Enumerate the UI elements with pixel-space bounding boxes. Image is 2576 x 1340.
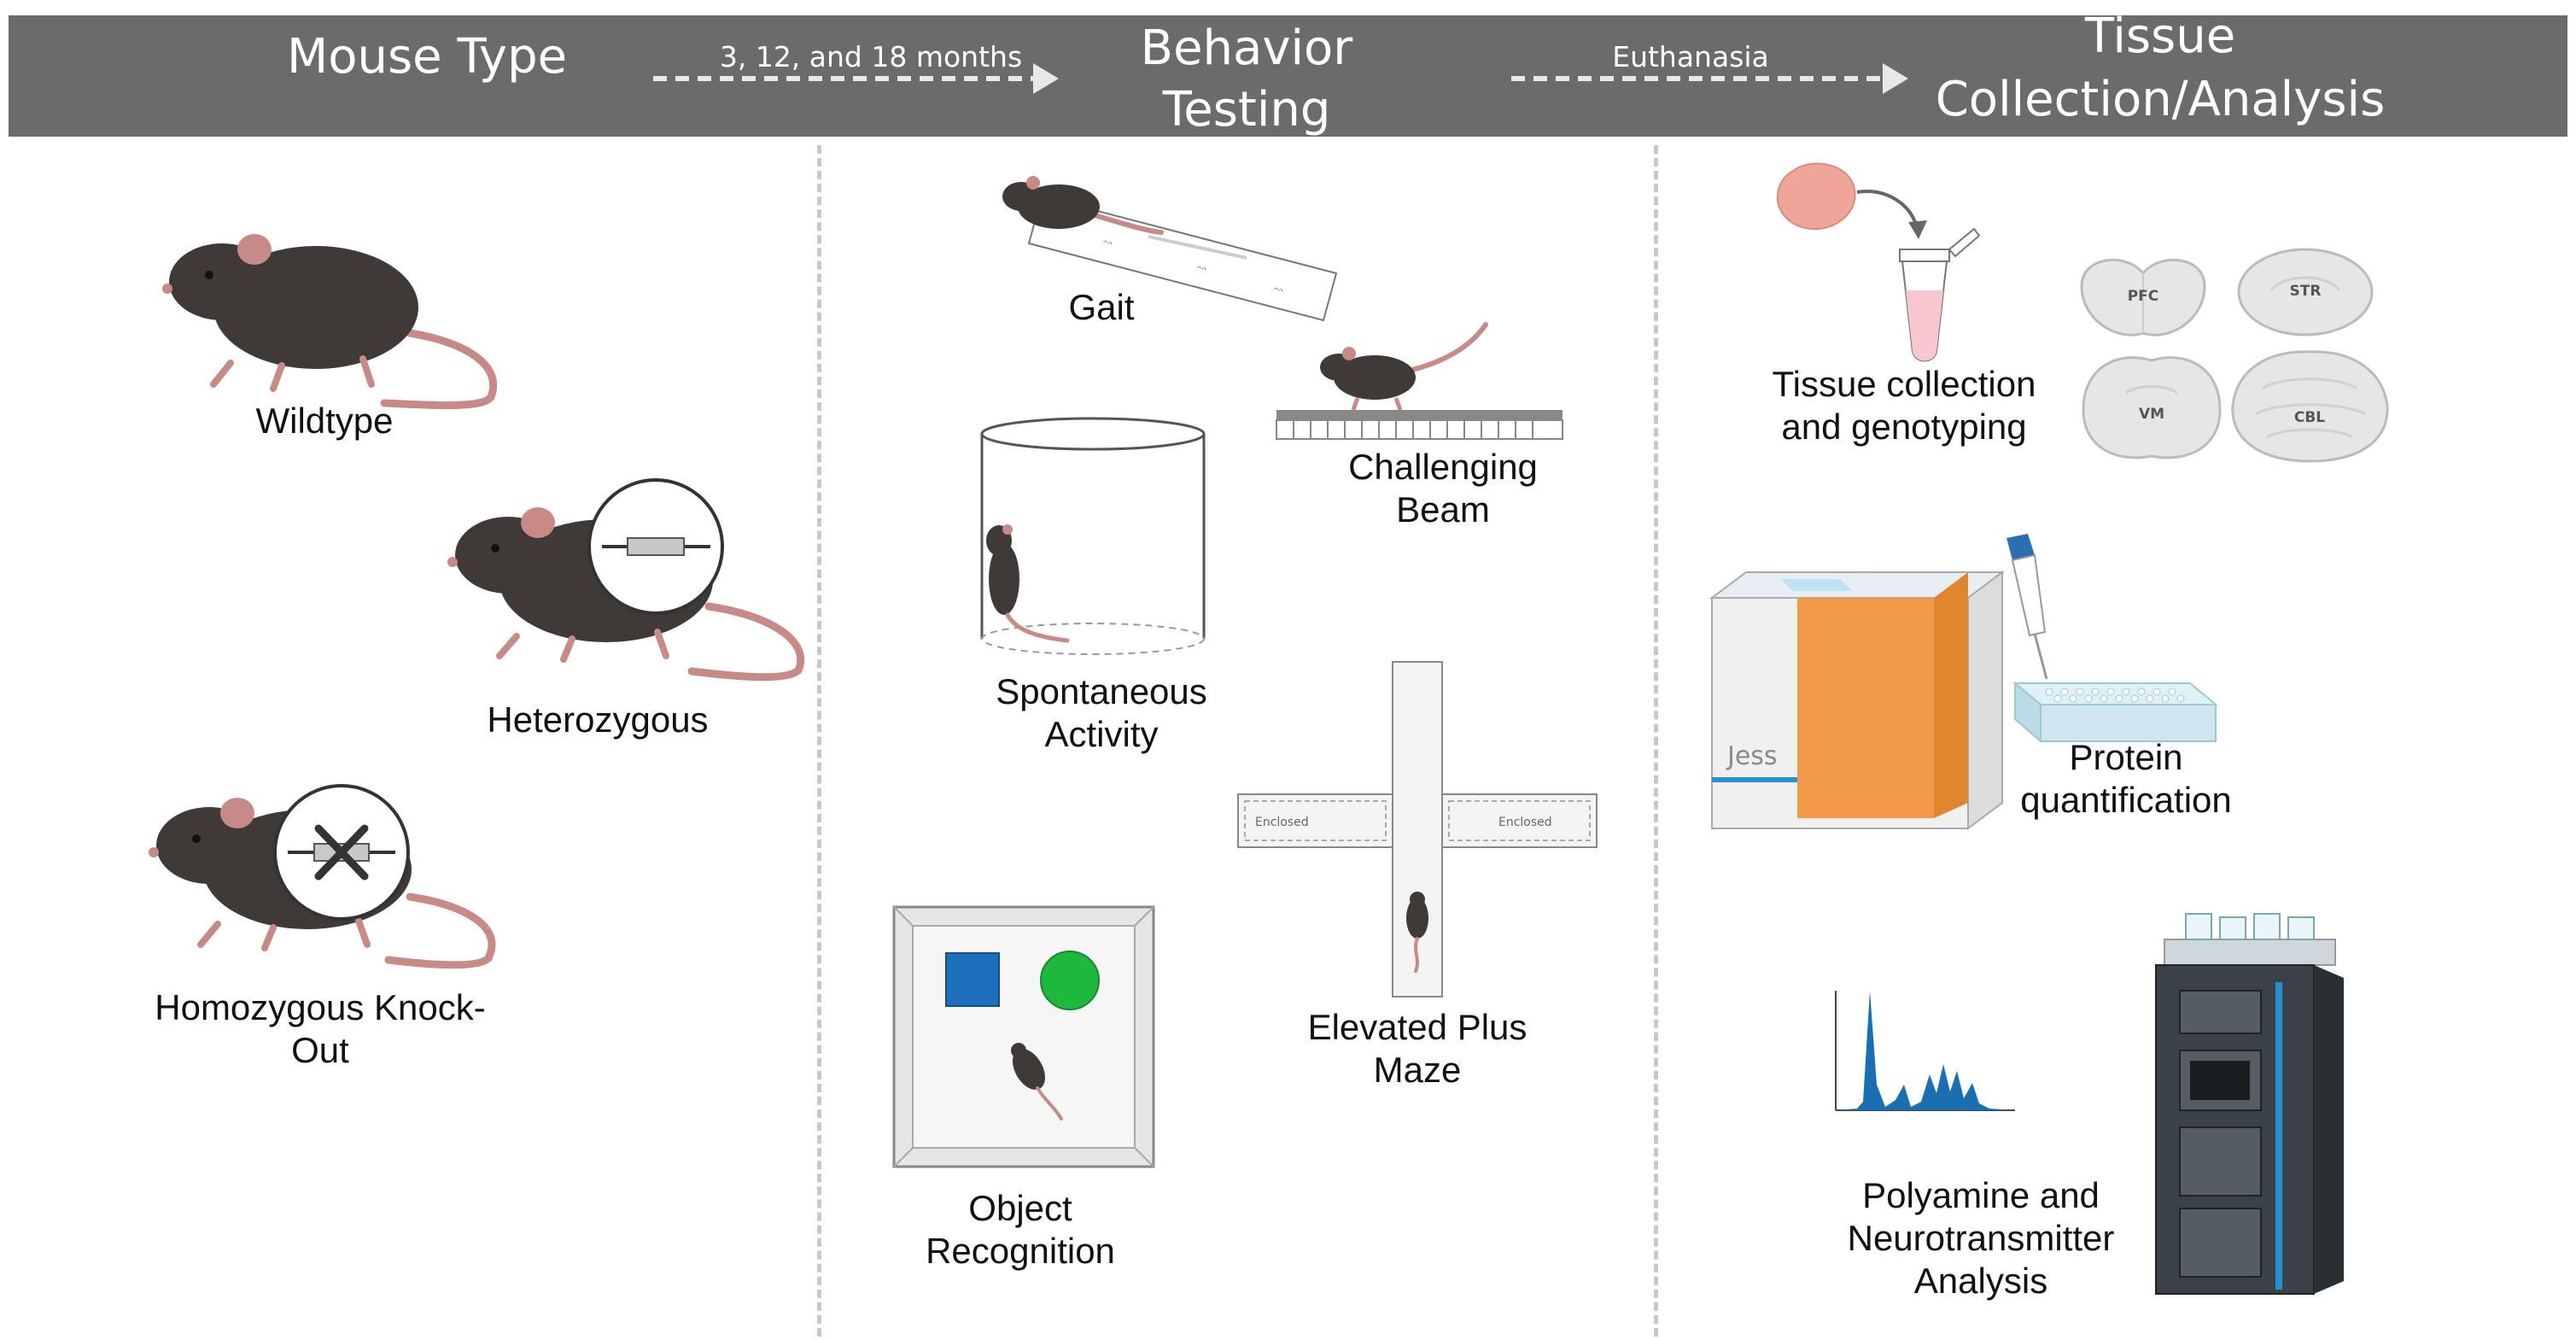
label-spont-line1: Spontaneous <box>996 671 1207 711</box>
label-object-line2: Recognition <box>926 1231 1115 1271</box>
hplc-instrument-icon <box>2155 913 2344 1295</box>
label-wildtype-text: Wildtype <box>255 401 394 441</box>
label-tissue-line2: and genotyping <box>1781 407 2027 447</box>
svg-text:ᵔᵔ: ᵔᵔ <box>1101 237 1113 253</box>
column-divider-1 <box>817 145 821 1337</box>
brain-section-vm: VM <box>2082 356 2222 459</box>
tissue-sample-icon <box>1776 162 1856 231</box>
label-protein-line1: Protein <box>2069 737 2183 777</box>
label-heterozygous-text: Heterozygous <box>487 699 709 740</box>
object-recognition-arena-icon <box>892 905 1155 1168</box>
label-knockout-line1: Homozygous Knock- <box>155 987 486 1027</box>
label-elevated-plus-maze: Elevated Plus Maze <box>1272 1006 1563 1091</box>
brain-sections-icon: PFC STR VM CBL <box>2080 248 2389 463</box>
label-gait-text: Gait <box>1068 287 1135 327</box>
brain-label-cbl: CBL <box>2294 409 2325 426</box>
solvent-bottles-icon <box>2185 913 2315 940</box>
elevated-plus-maze-icon: Enclosed Enclosed <box>1237 661 1598 998</box>
svg-text:ᵔᵔ: ᵔᵔ <box>1195 263 1207 278</box>
knockout-mouse-icon <box>149 784 496 969</box>
header-arrow1-label: 3, 12, and 18 months <box>719 40 1023 73</box>
label-analysis-line2: Neurotransmitter <box>1847 1218 2115 1258</box>
brain-section-cbl: CBL <box>2231 350 2389 463</box>
challenging-beam-icon <box>1276 322 1563 440</box>
brain-label-str: STR <box>2290 283 2322 300</box>
pipette-icon <box>2006 534 2048 680</box>
label-heterozygous: Heterozygous <box>478 699 717 741</box>
label-wildtype: Wildtype <box>213 400 435 442</box>
label-beam-line2: Beam <box>1396 489 1490 530</box>
spontaneous-activity-cylinder-icon <box>980 417 1206 655</box>
header-arrows <box>653 63 1908 94</box>
protein-quantification-instrument-icon: Jess <box>1709 534 2218 830</box>
novel-object-square <box>945 952 1000 1007</box>
header-tissue-line2: Collection/Analysis <box>1935 72 2386 127</box>
header-bar <box>9 15 2567 137</box>
epm-arm-right-label: Enclosed <box>1498 816 1552 829</box>
header-arrow1-head <box>1033 63 1059 94</box>
label-object-line1: Object <box>968 1188 1072 1228</box>
chromatogram-icon <box>1835 991 2015 1111</box>
heterozygous-mouse-icon <box>447 478 804 682</box>
header-tissue-line1: Tissue <box>2084 9 2236 64</box>
instrument-name: Jess <box>1726 741 1778 771</box>
epm-arm-left-label: Enclosed <box>1255 816 1309 829</box>
label-gait: Gait <box>1042 286 1161 329</box>
brain-section-pfc: PFC <box>2080 259 2206 336</box>
svg-text:ᵔᵔ: ᵔᵔ <box>1271 284 1284 300</box>
label-object-recognition: Object Recognition <box>888 1187 1153 1273</box>
column-divider-2 <box>1654 145 1658 1337</box>
header-mouse-type: Mouse Type <box>286 29 568 85</box>
label-epm-line1: Elevated Plus <box>1307 1007 1527 1047</box>
header-behavior-line2: Testing <box>1162 82 1331 138</box>
label-polyamine-analysis: Polyamine and Neurotransmitter Analysis <box>1810 1174 2152 1302</box>
label-analysis-line3: Analysis <box>1913 1261 2048 1301</box>
label-protein-quantification: Protein quantification <box>1998 736 2254 822</box>
label-beam-line1: Challenging <box>1348 447 1538 487</box>
label-protein-line2: quantification <box>2020 780 2232 820</box>
brain-label-pfc: PFC <box>2128 288 2159 305</box>
header-arrow2-head <box>1883 63 1908 94</box>
header-behavior-line1: Behavior <box>1140 20 1353 76</box>
novel-object-circle <box>1040 951 1100 1010</box>
label-knockout: Homozygous Knock- Out <box>145 986 495 1072</box>
well-plate-icon <box>2012 681 2218 744</box>
label-spont-line2: Activity <box>1044 714 1159 754</box>
label-epm-line2: Maze <box>1373 1050 1462 1090</box>
tissue-tube-icon <box>1776 162 1981 362</box>
label-tissue-line1: Tissue collection <box>1772 364 2036 404</box>
label-challenging-beam: Challenging Beam <box>1315 446 1571 531</box>
header-arrow2-label: Euthanasia <box>1612 40 1769 73</box>
label-tissue-collection: Tissue collection and genotyping <box>1742 363 2066 448</box>
wildtype-mouse-icon <box>162 234 498 410</box>
label-knockout-line2: Out <box>291 1030 349 1070</box>
label-spontaneous-activity: Spontaneous Activity <box>965 670 1238 756</box>
brain-section-str: STR <box>2237 248 2374 336</box>
gait-walkway-icon: ᵔᵔ ᵔᵔ ᵔᵔ <box>1002 176 1338 322</box>
label-analysis-line1: Polyamine and <box>1862 1175 2100 1215</box>
brain-label-vm: VM <box>2139 406 2164 423</box>
